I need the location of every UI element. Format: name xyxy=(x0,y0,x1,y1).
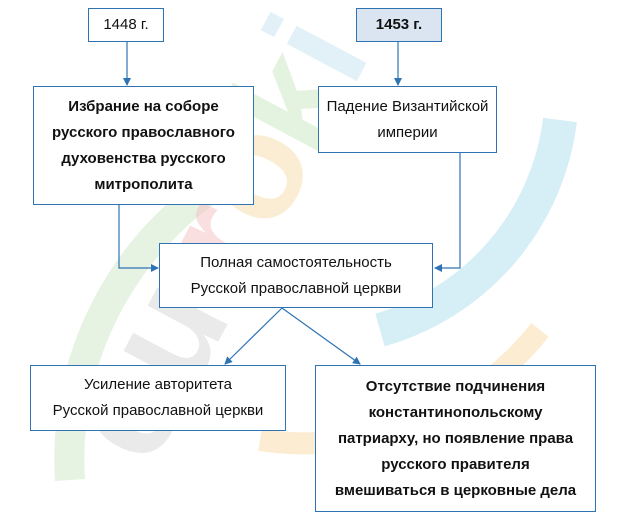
byzantium-fall-box: Падение Византийской империи xyxy=(318,86,497,153)
authority-box: Усиление авторитета Русской православной… xyxy=(30,365,286,431)
no-subordination-box: Отсутствие подчинения константинопольско… xyxy=(315,365,596,512)
year-1453-label: 1453 г. xyxy=(375,16,423,33)
byzantium-fall-label: Падение Византийской империи xyxy=(326,97,489,141)
authority-label: Усиление авторитета Русской православной… xyxy=(52,376,264,419)
arrow-independence-to-no-subordination xyxy=(281,307,361,365)
arrow-independence-to-authority xyxy=(224,307,283,365)
year-1448-label: 1448 г. xyxy=(103,16,149,33)
year-1453-box: 1453 г. xyxy=(356,8,442,42)
no-subordination-label: Отсутствие подчинения константинопольско… xyxy=(334,377,577,499)
independence-box: Полная самостоятельность Русской правосл… xyxy=(159,243,433,308)
arrow-election-to-independence xyxy=(118,205,159,272)
independence-label: Полная самостоятельность Русской правосл… xyxy=(190,253,402,297)
election-label: Избрание на соборе русского православног… xyxy=(52,97,235,193)
year-1448-box: 1448 г. xyxy=(88,8,164,42)
election-box: Избрание на соборе русского православног… xyxy=(33,86,254,205)
arrow-byzantium-to-independence xyxy=(434,153,461,272)
